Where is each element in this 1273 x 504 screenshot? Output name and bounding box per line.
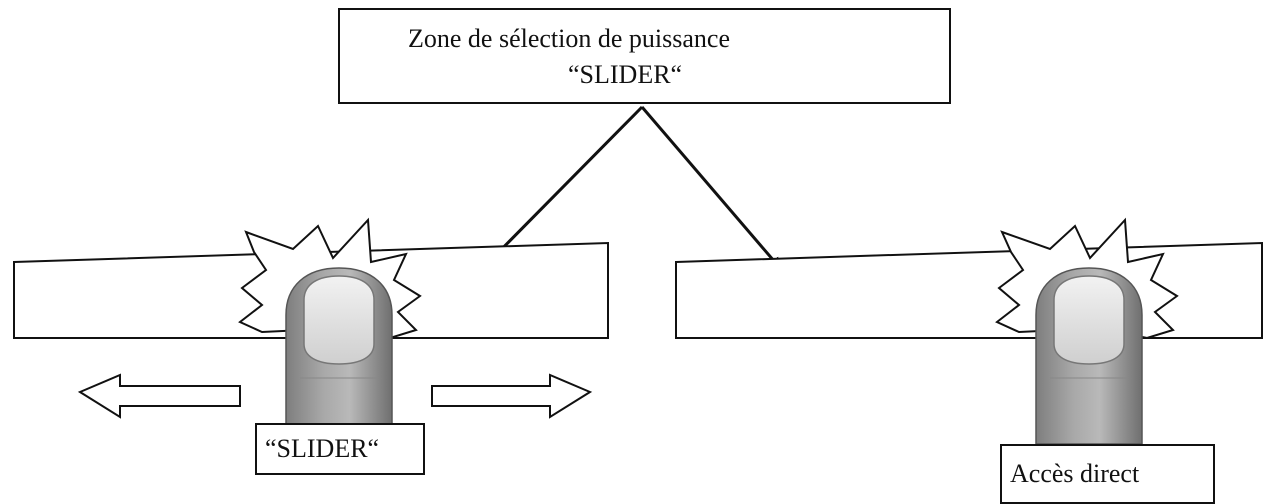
direct-access-label: Accès direct (1000, 444, 1215, 504)
power-selection-zone-title: Zone de sélection de puissance (408, 24, 730, 53)
pointer-arrow-right (640, 106, 782, 270)
finger-icon (1035, 267, 1143, 445)
slider-label: “SLIDER“ (255, 423, 425, 475)
pointer-arrow-left (481, 105, 644, 270)
slider-panel-right (675, 241, 1263, 339)
arrow-left-icon (77, 373, 241, 419)
power-selection-zone-box: Zone de sélection de puissance “SLIDER“ (338, 8, 951, 104)
finger-icon (285, 267, 393, 425)
arrow-right-icon (431, 373, 593, 419)
direct-access-label-text: Accès direct (1010, 459, 1140, 488)
power-selection-zone-subtitle: “SLIDER“ (568, 60, 683, 89)
slider-label-text: “SLIDER“ (265, 434, 380, 463)
